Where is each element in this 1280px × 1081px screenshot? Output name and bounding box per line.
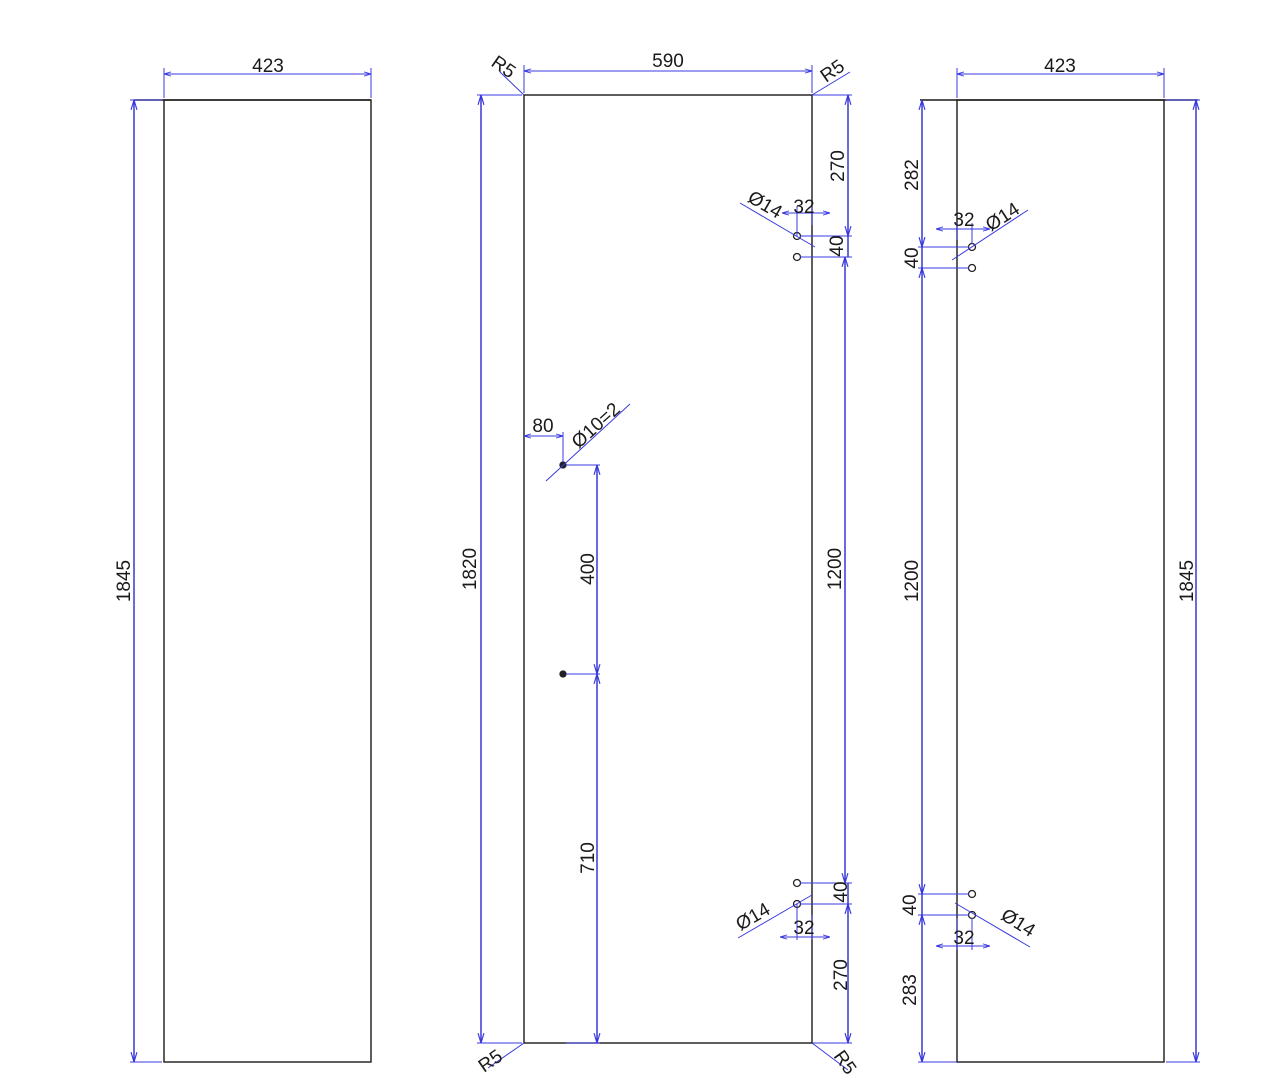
right-hinge-top-pitch-label: 40	[902, 247, 923, 268]
right-hinge-top-spacing: 32	[936, 210, 990, 244]
corner-radius-tr-label: R5	[817, 56, 849, 87]
corner-radius-top-right: R5	[811, 56, 851, 96]
door-height-dimension: 1820	[460, 94, 522, 1044]
right-hinge-dimension-chain: 282 40 1200 40 283	[900, 100, 969, 1063]
right-hinge-bottom-spacing-label: 32	[953, 928, 974, 949]
right-hinge-bottom-pitch-label: 40	[900, 894, 921, 915]
door-hinge-top-spacing-label: 32	[793, 197, 814, 218]
right-panel-height-dimension: 1845	[1166, 99, 1200, 1063]
right-panel-width-label: 423	[1044, 56, 1076, 77]
left-panel-width-label: 423	[252, 56, 284, 77]
corner-radius-bottom-right: R5	[811, 1042, 860, 1079]
door-handle-edge-offset: 80	[524, 416, 564, 462]
corner-radius-bottom-left: R5	[475, 1042, 525, 1077]
right-hinge-hole-bottom-1	[967, 889, 977, 899]
corner-radius-br-label: R5	[829, 1047, 860, 1079]
door-hinge-bottom-offset-label: 270	[831, 959, 852, 991]
door-hinge-bottom-spacing-label: 32	[793, 918, 814, 939]
corner-radius-top-left: R5	[487, 52, 525, 96]
corner-radius-tl-label: R5	[487, 52, 519, 83]
door-width-dimension: 590	[523, 51, 813, 93]
door-hinge-hole-top-2	[792, 252, 802, 262]
door-hinge-between-label: 1200	[825, 548, 846, 590]
door-hinge-top-offset-label: 270	[828, 150, 849, 182]
left-panel-outline	[163, 99, 372, 1063]
door-hinge-bottom-spacing: 32	[780, 904, 830, 940]
door-hinge-top-spacing: 32	[782, 197, 830, 236]
door-handle-diameter: Ø10=2	[545, 399, 631, 482]
left-panel-width-dimension: 423	[163, 56, 372, 98]
door-hinge-hole-bottom-1	[792, 878, 802, 888]
door-hinge-top-pitch-label: 40	[827, 235, 848, 256]
right-hinge-top-offset-label: 282	[902, 159, 923, 191]
door-handle-bottom-offset-label: 710	[578, 842, 599, 874]
door-hinge-bottom-pitch-label: 40	[831, 881, 852, 902]
right-hinge-top-spacing-label: 32	[953, 210, 974, 231]
door-handle-diameter-label: Ø10=2	[568, 399, 625, 453]
right-hinge-between-label: 1200	[902, 560, 923, 602]
left-panel-height-label: 1845	[114, 560, 135, 602]
left-panel-height-dimension: 1845	[114, 99, 162, 1063]
door-panel-outline	[523, 94, 813, 1044]
door-height-label: 1820	[460, 548, 481, 590]
right-hinge-top-diameter-label: Ø14	[982, 199, 1024, 236]
right-hinge-bottom-offset-label: 283	[900, 974, 921, 1006]
right-side-panel: 423 1845 282 40 1200	[900, 56, 1200, 1063]
door-handle-dimension-chain: 400 710	[566, 464, 600, 1044]
right-hinge-hole-top-2	[967, 263, 977, 273]
right-hinge-bottom-diameter-label: Ø14	[997, 905, 1039, 942]
right-panel-width-dimension: 423	[956, 56, 1165, 98]
right-panel-outline	[956, 99, 1165, 1063]
door-width-label: 590	[652, 51, 684, 72]
door-handle-spacing-label: 400	[578, 553, 599, 585]
right-panel-height-label: 1845	[1177, 560, 1198, 602]
door-hinge-bottom-diameter-label: Ø14	[732, 899, 774, 935]
door-handle-edge-offset-label: 80	[532, 416, 553, 437]
corner-radius-bl-label: R5	[475, 1046, 507, 1077]
door-hinge-dimension-chain: 270 40 1200 40 270	[800, 94, 852, 1044]
right-hinge-bottom-spacing: 32	[936, 918, 990, 950]
left-side-panel: 423 1845	[114, 56, 372, 1063]
door-handle-hole-bottom	[559, 670, 567, 678]
door-panel: 590 R5 R5 R5 R5 1820	[460, 51, 860, 1079]
